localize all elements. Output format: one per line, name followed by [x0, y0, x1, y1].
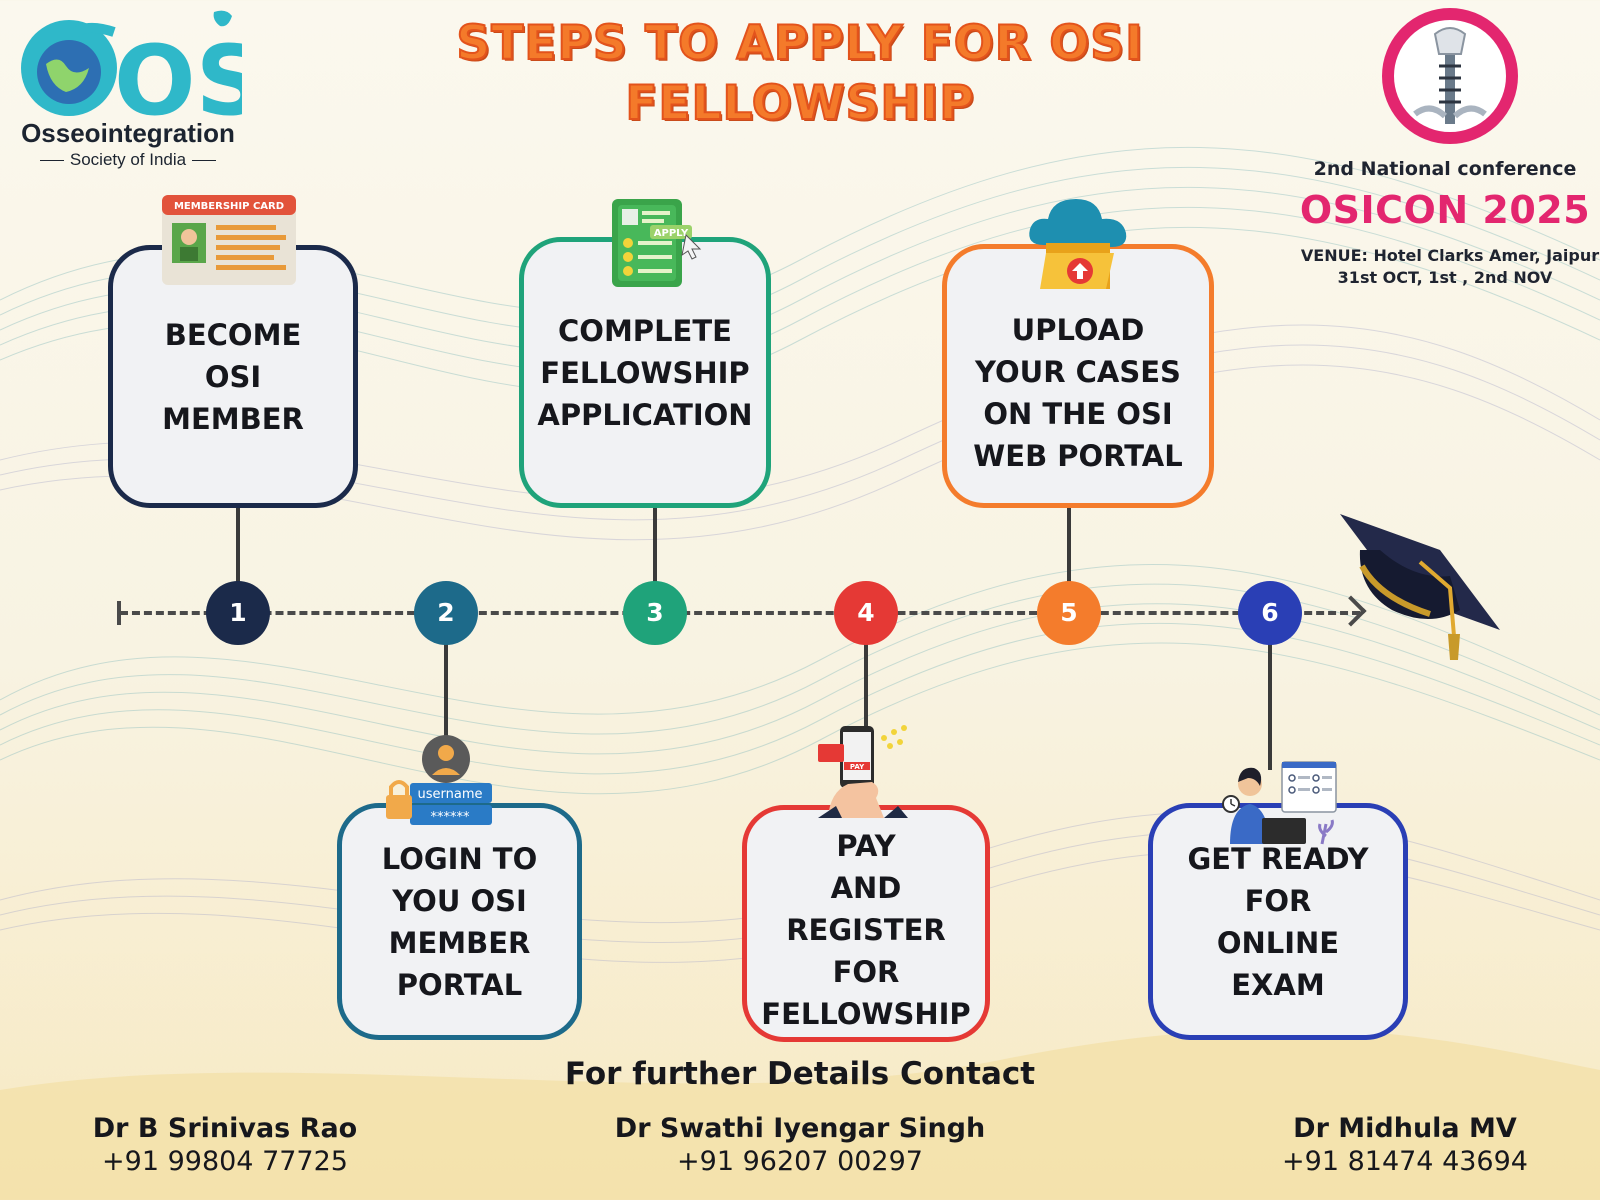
conference-dates: 31st OCT, 1st , 2nd NOV [1337, 268, 1553, 287]
svg-text:username: username [418, 787, 483, 802]
step-6-node: 6 [1238, 581, 1302, 645]
contact-1-name: Dr B Srinivas Rao [92, 1113, 358, 1144]
step-2-connector [444, 640, 448, 740]
step-5-connector [1067, 505, 1071, 593]
step-6-connector [1268, 640, 1272, 770]
conference-name: OSICON 2025 [1299, 188, 1591, 232]
conference-badge: 2nd National conference OSICON 2025 VENU… [1290, 0, 1600, 300]
svg-text:******: ****** [431, 810, 471, 825]
step-3-label: COMPLETE FELLOWSHIP APPLICATION [537, 313, 753, 432]
step-6-label: GET READY FOR ONLINE EXAM [1187, 841, 1369, 1002]
conference-subtitle: 2nd National conference [1313, 158, 1577, 180]
logo-name: Osseointegration [21, 118, 235, 148]
cloud-upload-icon [1029, 199, 1127, 289]
contact-person-1: Dr B Srinivas Rao +91 99804 77725 [60, 1113, 390, 1177]
apply-form-icon: APPLY [612, 199, 702, 287]
step-1-node: 1 [206, 581, 270, 645]
step-1-connector [236, 505, 240, 593]
step-4-label: PAY AND REGISTER FOR FELLOWSHIP [761, 829, 971, 1031]
contact-3-phone[interactable]: +91 81474 43694 [1282, 1146, 1528, 1177]
contact-2-phone[interactable]: +91 96207 00297 [677, 1146, 923, 1177]
step-2-node: 2 [414, 581, 478, 645]
contact-heading: For further Details Contact [564, 1056, 1036, 1092]
login-icon: username ****** [386, 735, 492, 825]
contact-1-phone[interactable]: +91 99804 77725 [102, 1146, 348, 1177]
logo-mark-text: OSI [114, 25, 242, 124]
step-5-label: UPLOAD YOUR CASES ON THE OSI WEB PORTAL [973, 313, 1183, 473]
step-1-card: BECOME OSI MEMBER [108, 245, 358, 508]
step-2-label: LOGIN TO YOU OSI MEMBER PORTAL [381, 841, 538, 1002]
timeline-start-cap [117, 601, 121, 625]
svg-text:MEMBERSHIP CARD: MEMBERSHIP CARD [174, 201, 284, 212]
step-3-node: 3 [623, 581, 687, 645]
contact-person-2: Dr Swathi Iyengar Singh +91 96207 00297 [610, 1113, 990, 1177]
mobile-payment-icon: PAY [818, 725, 908, 818]
graduation-cap-icon [1340, 514, 1500, 660]
osi-logo: OSI Osseointegration Society of India [8, 6, 248, 176]
contact-3-name: Dr Midhula MV [1293, 1113, 1517, 1144]
logo-subtitle: Society of India [8, 150, 248, 170]
osi-logo-mark: OSI [21, 10, 242, 124]
step-4-card: PAY AND REGISTER FOR FELLOWSHIP [742, 805, 990, 1042]
online-exam-icon [1222, 761, 1337, 845]
contact-person-3: Dr Midhula MV +91 81474 43694 [1250, 1113, 1560, 1177]
title-line-2: FELLOWSHIP [624, 75, 975, 132]
title-line-1: STEPS TO APPLY FOR OSI [455, 15, 1144, 72]
step-4-node: 4 [834, 581, 898, 645]
svg-text:APPLY: APPLY [654, 228, 689, 239]
contact-2-name: Dr Swathi Iyengar Singh [614, 1113, 986, 1144]
conference-venue: VENUE: Hotel Clarks Amer, Jaipur [1300, 246, 1600, 265]
step-3-connector [653, 505, 657, 593]
step-5-node: 5 [1037, 581, 1101, 645]
svg-text:PAY: PAY [850, 763, 865, 771]
membership-card-icon: MEMBERSHIP CARD [162, 195, 296, 285]
step-1-label: BECOME OSI MEMBER [162, 317, 304, 436]
step-2-card: LOGIN TO YOU OSI MEMBER PORTAL [337, 803, 582, 1040]
step-4-connector [864, 640, 868, 730]
page-title: STEPS TO APPLY FOR OSI FELLOWSHIP [380, 14, 1220, 134]
implant-badge-icon [1382, 8, 1518, 144]
timeline-line [120, 611, 1360, 615]
